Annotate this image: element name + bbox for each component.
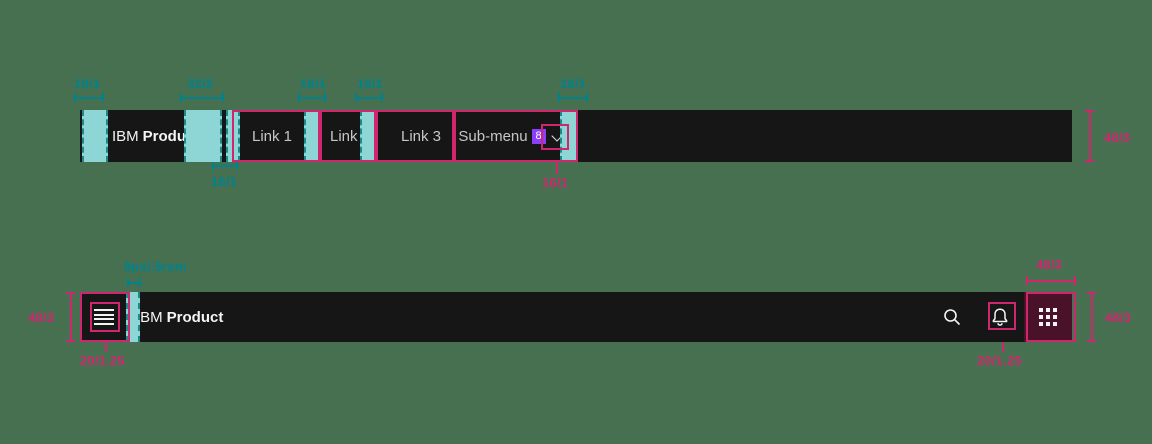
brand-name-secondary: Product bbox=[166, 308, 224, 326]
annotation-label-48-3-secondary-right: 48/3 bbox=[1105, 310, 1132, 325]
nav-link-3-label: Link 3 bbox=[400, 127, 442, 145]
nav-link-3[interactable]: Link 3 bbox=[376, 110, 466, 162]
spacer-before-link3 bbox=[360, 110, 376, 162]
measure-bar-secondary-height-left bbox=[66, 292, 75, 342]
spacer-brand-right bbox=[184, 110, 222, 162]
annotation-label-16-1-submenu-right: 16/1 bbox=[560, 76, 587, 91]
measure-bar-secondary-height-right bbox=[1087, 292, 1096, 342]
app-switcher-grid-icon bbox=[1039, 308, 1057, 326]
annotation-label-20-125-hamburger: 20/1.25 bbox=[80, 353, 125, 368]
hamburger-menu-button[interactable] bbox=[80, 292, 128, 342]
nav-link-1-label: Link 1 bbox=[251, 127, 293, 145]
annotation-label-16-1-brand-bottom: 16/1 bbox=[211, 174, 238, 189]
spacer-before-link2 bbox=[304, 110, 320, 162]
measure-bar-link1 bbox=[298, 93, 326, 102]
app-switcher-button[interactable] bbox=[1024, 292, 1072, 342]
annotation-label-48-3-secondary-left: 48/3 bbox=[28, 310, 55, 325]
measure-bar-brand-right bbox=[180, 93, 224, 102]
spacer-brand-gutter-secondary bbox=[126, 292, 140, 342]
search-icon bbox=[944, 309, 961, 326]
annotation-label-16-1-brand-left: 16/1 bbox=[74, 76, 101, 91]
measure-bar-submenu-right bbox=[558, 93, 588, 102]
brand-prefix-secondary: IBM bbox=[136, 308, 163, 326]
hamburger-menu-icon bbox=[94, 309, 114, 325]
spacer-after-submenu bbox=[560, 110, 578, 162]
annotation-label-16-1-link1: 16/1 bbox=[300, 76, 327, 91]
secondary-navbar: IBM Product bbox=[80, 292, 1072, 342]
annotation-label-20-125-bell: 20/1.25 bbox=[977, 353, 1022, 368]
measure-bar-brand-bottom bbox=[212, 161, 238, 170]
measure-bar-brand-left bbox=[74, 93, 104, 102]
nav-submenu[interactable]: Sub-menu 8 bbox=[454, 110, 570, 162]
search-button[interactable] bbox=[928, 292, 976, 342]
measure-bar-primary-height bbox=[1085, 110, 1094, 162]
annotation-label-8px-brand-gutter: 8px/.5rem bbox=[124, 259, 187, 274]
nav-submenu-label: Sub-menu bbox=[458, 127, 528, 145]
annotation-label-16-1-submenu: 16/1 bbox=[542, 175, 569, 190]
measure-bar-link2 bbox=[355, 93, 383, 102]
brand-prefix: IBM bbox=[112, 127, 139, 145]
measure-bar-brand-gutter-secondary bbox=[127, 278, 141, 287]
nav-link-1[interactable]: Link 1 bbox=[232, 110, 312, 162]
spacer-before-link1 bbox=[226, 110, 240, 162]
leader-line-submenu bbox=[556, 150, 558, 174]
measure-bar-appswitcher-width bbox=[1026, 276, 1076, 285]
notification-bell-icon bbox=[992, 308, 1008, 326]
brand-logo-secondary[interactable]: IBM Product bbox=[136, 309, 223, 326]
annotation-label-32-2-brand-right: 32/2 bbox=[187, 76, 214, 91]
notification-button[interactable] bbox=[976, 292, 1024, 342]
annotation-label-16-1-link2: 16/1 bbox=[357, 76, 384, 91]
spacer-brand-left bbox=[82, 110, 108, 162]
nav-submenu-badge: 8 bbox=[531, 128, 546, 144]
annotation-label-48-3-primary-height: 48/3 bbox=[1104, 130, 1131, 145]
annotation-label-48-3-appswitcher-width: 48/3 bbox=[1036, 257, 1063, 272]
